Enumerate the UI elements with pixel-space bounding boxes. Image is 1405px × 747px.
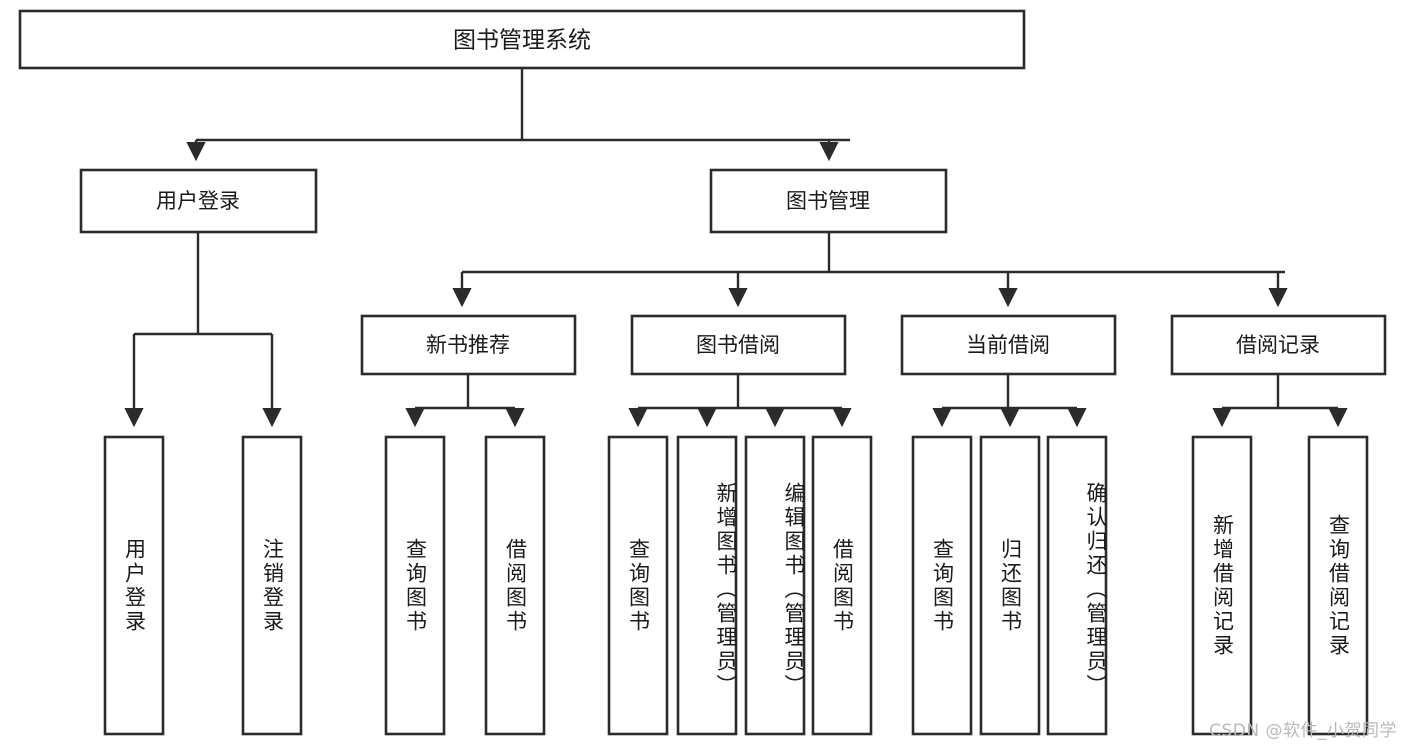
node-box-user-login[interactable] bbox=[79, 168, 318, 234]
node-box-leaf-borrow-book-1[interactable] bbox=[484, 435, 546, 736]
node-box-leaf-add-record[interactable] bbox=[1191, 435, 1253, 736]
node-box-leaf-logout-login[interactable] bbox=[241, 435, 303, 736]
node-box-leaf-add-book[interactable] bbox=[676, 435, 738, 736]
node-box-book-borrow[interactable] bbox=[630, 314, 847, 376]
node-box-leaf-query-book-1[interactable] bbox=[384, 435, 446, 736]
node-label-book-management: 图书管理 bbox=[786, 189, 870, 213]
node-box-root[interactable] bbox=[18, 9, 1026, 70]
node-layer: 图书管理系统 用户登录 图书管理 新书推荐 图书借阅 当前借阅 借阅记录 bbox=[18, 9, 1387, 736]
node-box-leaf-query-record[interactable] bbox=[1307, 435, 1369, 736]
node-box-leaf-borrow-book-2[interactable] bbox=[811, 435, 873, 736]
node-label-new-book-recommend: 新书推荐 bbox=[426, 333, 510, 357]
connector-layer bbox=[124, 68, 1348, 428]
node-box-leaf-confirm-return[interactable] bbox=[1046, 435, 1108, 736]
watermark: CSDN @软件_小贺同学 bbox=[1209, 721, 1397, 741]
node-label-user-login: 用户登录 bbox=[156, 189, 240, 213]
node-box-current-borrow[interactable] bbox=[900, 314, 1117, 376]
node-box-leaf-query-book-3[interactable] bbox=[911, 435, 973, 736]
node-box-borrow-record[interactable] bbox=[1170, 314, 1387, 376]
node-box-leaf-query-book-2[interactable] bbox=[607, 435, 669, 736]
node-box-leaf-edit-book[interactable] bbox=[744, 435, 806, 736]
node-box-new-book-recommend[interactable] bbox=[360, 314, 577, 376]
node-box-leaf-user-login[interactable] bbox=[103, 435, 165, 736]
node-label-current-borrow: 当前借阅 bbox=[966, 333, 1050, 357]
node-box-leaf-return-book[interactable] bbox=[979, 435, 1041, 736]
node-label-borrow-record: 借阅记录 bbox=[1236, 333, 1320, 357]
node-box-book-management[interactable] bbox=[709, 168, 948, 234]
node-label-root: 图书管理系统 bbox=[453, 28, 591, 54]
node-label-book-borrow: 图书借阅 bbox=[696, 333, 780, 357]
